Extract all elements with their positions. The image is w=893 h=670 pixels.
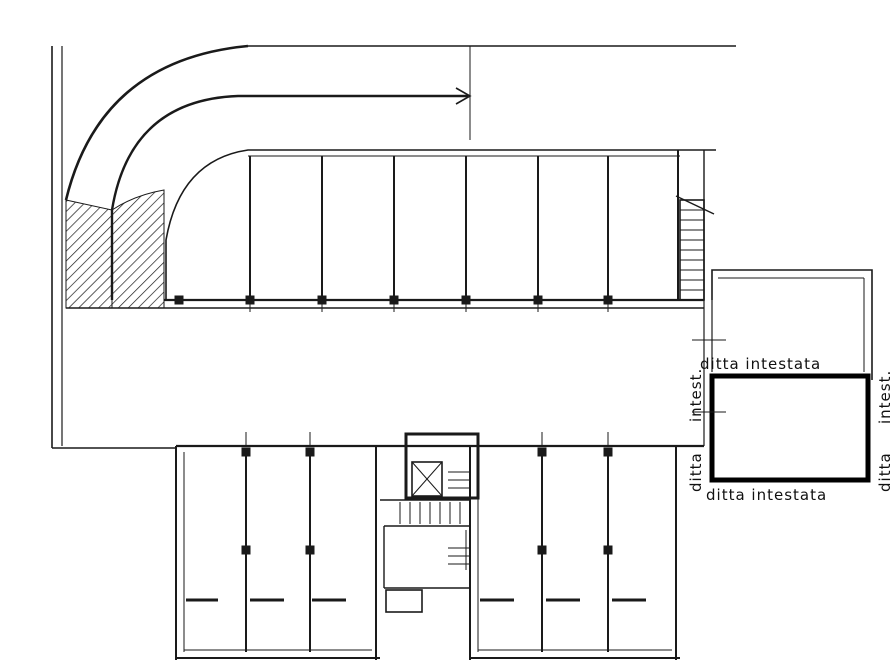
label-left-lower: ditta <box>687 452 705 492</box>
label-right-lower: ditta <box>876 452 893 492</box>
label-right-upper: intest. <box>876 370 893 424</box>
ramp <box>64 44 736 300</box>
core <box>380 432 480 613</box>
lower-right-parking <box>469 446 680 660</box>
outer-walls <box>51 46 705 449</box>
label-top: ditta intestata <box>700 355 821 373</box>
label-bottom: ditta intestata <box>706 486 827 504</box>
upper-parking-row <box>174 150 679 305</box>
ramp-arrow-icon <box>455 87 472 105</box>
label-left-upper: intest. <box>687 368 705 422</box>
dimension-ticks <box>245 288 726 446</box>
hatched-ramp-section <box>65 189 165 309</box>
lower-left-parking <box>175 446 380 660</box>
highlighted-unit <box>709 373 871 483</box>
right-annex <box>711 269 873 380</box>
elevator-box-icon <box>411 461 443 497</box>
staircase-icon <box>675 195 715 301</box>
